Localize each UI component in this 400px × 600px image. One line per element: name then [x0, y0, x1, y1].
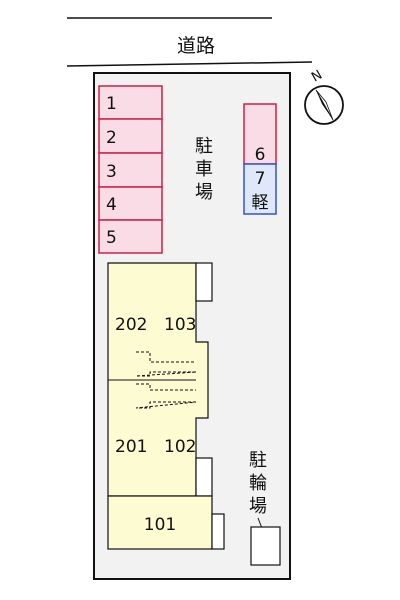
svg-text:6: 6 [255, 145, 266, 165]
bicycle-parking-label-char-3: 場 [249, 496, 267, 517]
parking-space-3: 3 [98, 152, 163, 188]
parking-space-6: 6 [243, 103, 277, 165]
balcony-notch-top [195, 262, 213, 302]
unit-202-label: 202 [115, 315, 147, 335]
parking-space-2: 2 [98, 118, 163, 154]
road-line-bottom [66, 61, 313, 67]
svg-text:7: 7 [255, 169, 266, 189]
parking-label-char-1: 駐 [195, 136, 213, 157]
parking-space-7-kei: 7 軽 [243, 163, 277, 215]
compass-north-label: N [309, 68, 325, 86]
unit-101-label: 101 [144, 515, 176, 535]
road-label: 道路 [177, 35, 215, 57]
building-unit-101 [107, 495, 213, 550]
svg-text:4: 4 [106, 195, 117, 215]
parking-space-4: 4 [98, 186, 163, 221]
bicycle-parking-label-char-2: 輪 [249, 473, 267, 494]
parking-label-char-3: 場 [195, 182, 213, 203]
stair-outline [135, 351, 197, 409]
svg-text:1: 1 [106, 94, 117, 114]
parking-label-char-2: 車 [195, 159, 213, 180]
bicycle-parking-area [250, 526, 281, 566]
svg-text:3: 3 [106, 162, 117, 182]
svg-text:5: 5 [106, 228, 117, 248]
compass-icon: N [304, 68, 344, 125]
parking-space-5: 5 [98, 219, 163, 254]
balcony-notch-101 [211, 513, 225, 550]
bicycle-parking-label-char-1: 駐 [249, 450, 267, 471]
balcony-notch-mid [195, 457, 213, 497]
svg-text:軽: 軽 [252, 193, 269, 213]
parking-space-1: 1 [98, 85, 163, 120]
svg-text:2: 2 [106, 128, 117, 148]
unit-102-label: 102 [164, 437, 196, 457]
unit-201-label: 201 [115, 437, 147, 457]
unit-103-label: 103 [164, 315, 196, 335]
